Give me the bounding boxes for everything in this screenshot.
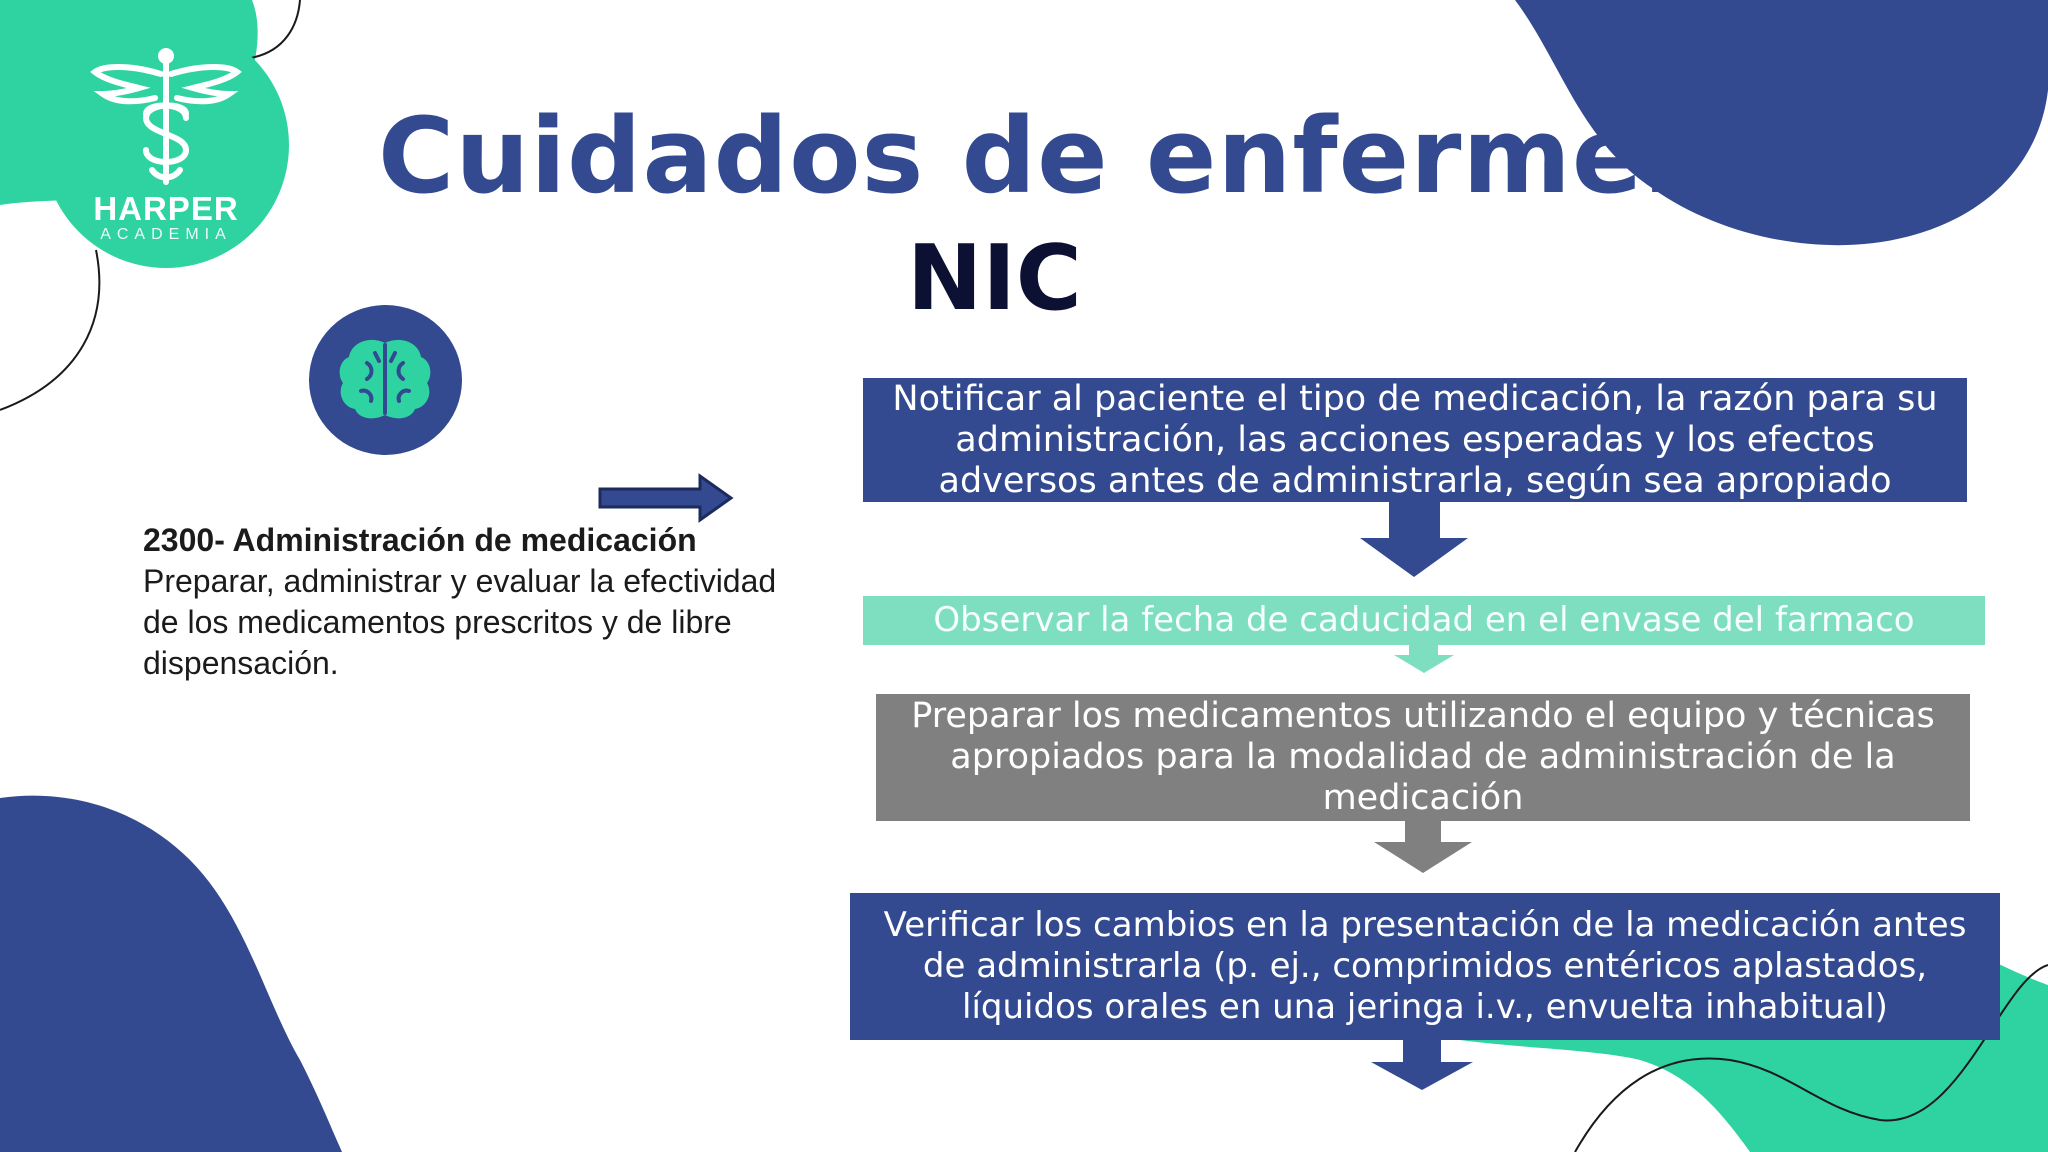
flow-arrow-down-1: [1360, 502, 1468, 577]
logo-name: HARPER: [93, 190, 239, 227]
logo-subtitle: ACADEMIA: [100, 226, 232, 243]
slide-title: Cuidados de enfermeria: [378, 95, 1804, 217]
blob-bottom-right: [1460, 962, 2048, 1152]
flow-arrow-down-3: [1374, 821, 1472, 873]
description: 2300- Administración de medicación Prepa…: [143, 520, 783, 684]
flow-step-3: Preparar los medicamentos utilizando el …: [876, 694, 1970, 821]
flow-arrow-down-2: [1394, 645, 1454, 673]
pointer-arrow: [598, 473, 734, 523]
caduceus-icon: [90, 48, 242, 185]
flow-step-4: Verificar los cambios en la presentación…: [850, 893, 2000, 1040]
blob-bottom-left: [0, 795, 342, 1152]
brain-icon-badge: [309, 305, 462, 455]
line-bottom-right: [1574, 964, 2048, 1152]
line-top-left: [249, 0, 301, 59]
description-title: 2300- Administración de medicación: [143, 522, 697, 558]
harper-logo: HARPER ACADEMIA: [43, 22, 289, 268]
line-left-curve: [0, 249, 101, 411]
brain-icon: [339, 339, 431, 419]
flow-step-2: Observar la fecha de caducidad en el env…: [863, 596, 1985, 645]
description-body: Preparar, administrar y evaluar la efect…: [143, 563, 777, 681]
flow-step-1: Notificar al paciente el tipo de medicac…: [863, 378, 1967, 502]
blob-top-right: [1515, 0, 2048, 246]
flow-arrow-down-4: [1371, 1040, 1473, 1090]
slide-subtitle: NIC: [907, 226, 1082, 331]
